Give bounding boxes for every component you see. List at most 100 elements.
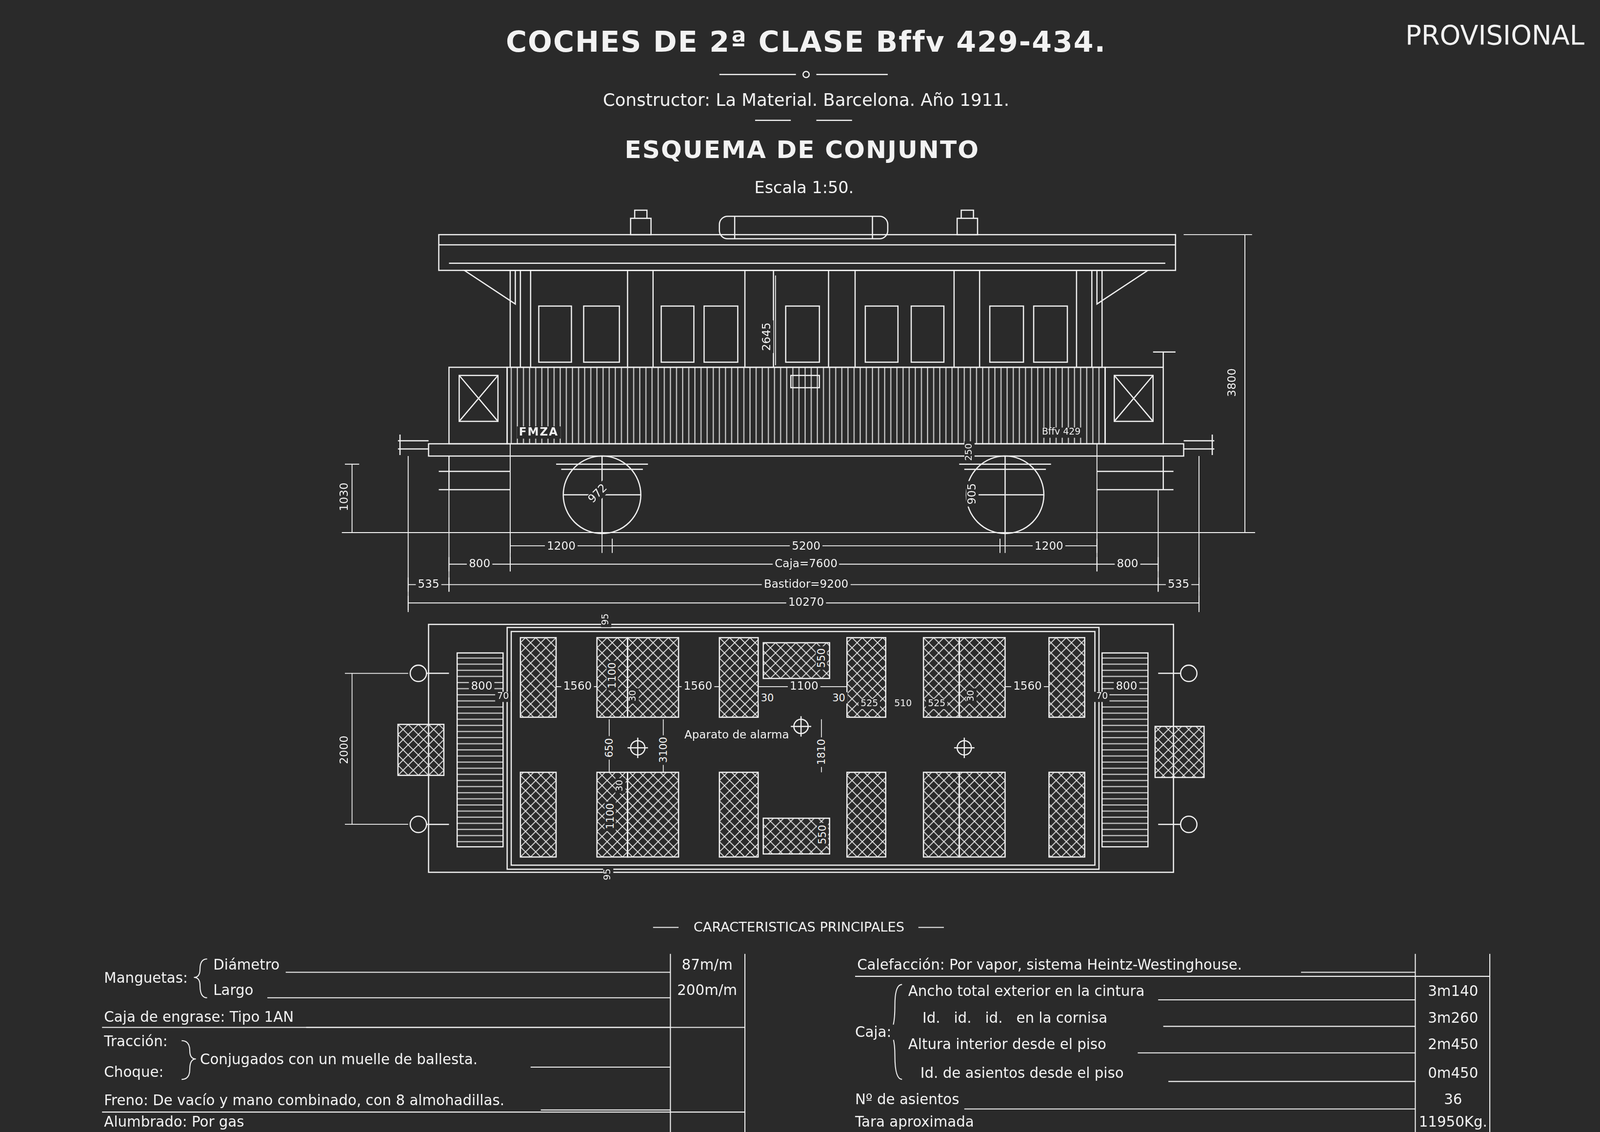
coach-plan <box>597 637 628 718</box>
table-cell: 2m450 <box>1425 1037 1480 1053</box>
sheet-note: FMZA <box>517 426 561 439</box>
coach-elevation <box>1114 375 1153 422</box>
dimension-lines <box>341 532 1256 534</box>
coach-elevation <box>661 306 695 363</box>
dimension-label: 1100 <box>606 660 619 691</box>
dimension-label: 1810 <box>815 737 827 768</box>
coach-plan <box>520 772 557 858</box>
dimension-label: 905 <box>966 480 979 507</box>
dimension-label: 650 <box>603 736 615 760</box>
table-cell: Altura interior desde el piso <box>906 1037 1109 1053</box>
dimension-label: 1200 <box>1032 540 1066 554</box>
coach-plan <box>398 624 1205 873</box>
dimension-lines <box>408 443 1200 613</box>
coach-elevation <box>865 306 899 363</box>
dimension-label: 800 <box>1114 558 1140 571</box>
plan-dimension-lines <box>344 673 1049 825</box>
table-cell: Nº de asientos <box>853 1092 962 1108</box>
table-cell: Tara aproximada <box>853 1114 977 1131</box>
coach-elevation <box>719 216 888 239</box>
coach-elevation <box>510 270 1102 368</box>
dimension-label: 1560 <box>681 680 715 693</box>
dimension-label: 95 <box>602 866 614 883</box>
dimension-label: 972 <box>584 480 612 508</box>
dimension-label: 525 <box>925 699 948 710</box>
table-rules <box>193 959 207 998</box>
dimension-lines <box>408 596 1200 611</box>
table-cell: 87m/m <box>679 957 735 974</box>
dimension-label: 1030 <box>338 480 351 514</box>
coach-plan <box>511 631 1096 866</box>
table-cell: 200m/m <box>675 982 740 999</box>
table-cell: 0m450 <box>1425 1065 1480 1082</box>
sheet-note: ESQUEMA DE CONJUNTO <box>622 136 982 164</box>
table-cell: Diámetro <box>211 957 282 974</box>
coach-plan <box>959 772 1005 858</box>
coach-elevation <box>448 367 507 444</box>
table-cell: Alumbrado: Por gas <box>101 1114 247 1131</box>
dimension-label: 30 <box>628 687 640 704</box>
dimension-label: 10270 <box>786 597 827 610</box>
dimension-lines <box>775 275 777 366</box>
sheet-note: Bffv 429 <box>1040 427 1083 439</box>
coach-elevation <box>459 375 498 422</box>
dimension-label: 800 <box>466 558 493 571</box>
dimension-label: CARACTERISTICAS PRINCIPALES <box>691 920 907 936</box>
coach-plan <box>719 637 759 718</box>
coach-plan <box>846 772 886 858</box>
coach-elevation <box>961 210 974 219</box>
table-cell: Caja de engrase: Tipo 1AN <box>101 1009 296 1025</box>
coach-elevation <box>428 443 1184 457</box>
table-cell: Calefacción: Por vapor, sistema Heintz-W… <box>855 957 1244 974</box>
coach-plan <box>410 816 427 833</box>
coach-plan <box>1155 726 1204 778</box>
dimension-label: 70 <box>495 691 511 702</box>
coach-plan <box>1101 653 1148 847</box>
table-rules <box>267 972 671 1111</box>
table-cell: Freno: De vacío y mano combinado, con 8 … <box>101 1093 507 1109</box>
coach-plan <box>520 637 557 718</box>
coach-elevation <box>538 306 572 363</box>
table-cell: Manguetas: <box>101 970 190 987</box>
dimension-label: 2645 <box>760 320 774 354</box>
dimension-label: 1560 <box>1011 680 1044 693</box>
dimension-label: Aparato de alarma <box>682 729 792 742</box>
table-rules <box>670 954 1490 1132</box>
table-cell: Id. id. id. en la cornisa <box>920 1010 1110 1027</box>
coach-plan <box>1180 665 1197 682</box>
dimension-label: Caja=7600 <box>772 558 840 571</box>
table-cell: 36 <box>1441 1092 1465 1108</box>
coach-plan <box>428 624 1174 873</box>
dimension-label: 800 <box>1113 680 1140 693</box>
dimension-label: 95 <box>600 611 612 628</box>
coach-plan <box>1048 772 1085 858</box>
coach-elevation <box>734 216 873 239</box>
sheet-title: COCHES DE 2ª CLASE Bffv 429-434. <box>503 27 1109 59</box>
plan-dimension-lines <box>344 673 409 825</box>
coach-plan <box>1048 637 1085 718</box>
dimension-lines <box>448 557 1159 572</box>
coach-plan <box>763 642 830 679</box>
dimension-label: 510 <box>892 699 914 710</box>
coach-elevation <box>1033 306 1068 363</box>
coach-plan <box>923 637 960 718</box>
dimension-lines <box>510 538 1098 553</box>
dimension-label: 30 <box>966 687 977 704</box>
coach-plan <box>763 818 830 855</box>
dimension-lines <box>341 234 1256 613</box>
coach-elevation <box>630 218 652 235</box>
table-cell: 11950Kg. <box>1416 1114 1490 1131</box>
dimension-lines <box>1183 234 1253 533</box>
coach-elevation <box>790 375 820 388</box>
dimension-label: 1100 <box>787 680 821 693</box>
coach-plan <box>627 716 975 759</box>
coach-plan <box>398 724 444 776</box>
plan-dimension-lines <box>609 719 822 773</box>
dimension-label: Bastidor=9200 <box>761 578 851 591</box>
coach-elevation <box>438 456 1174 490</box>
dimension-label: 3800 <box>1226 366 1239 400</box>
table-cell: Largo <box>211 982 256 999</box>
dimension-label: 550 <box>817 822 829 847</box>
table-cell: Conjugados con un muelle de ballesta. <box>198 1052 480 1068</box>
dimension-label: 3100 <box>657 735 669 766</box>
